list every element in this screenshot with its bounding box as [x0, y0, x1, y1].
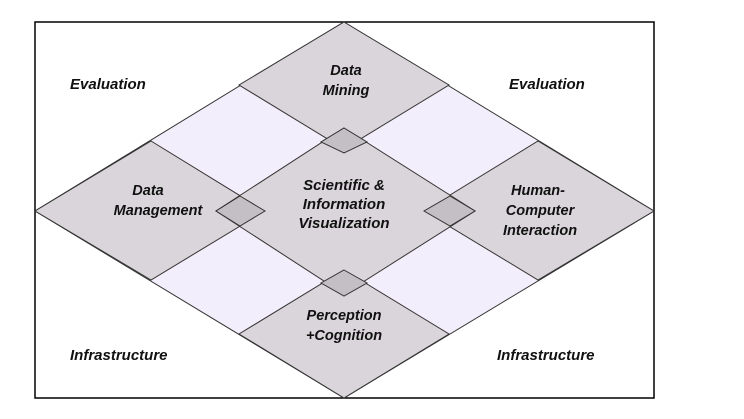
perception-diamond [238, 269, 450, 399]
corner-label-bottom-left: Infrastructure [70, 347, 168, 364]
visualization-label-line1: Scientific & [303, 177, 385, 194]
visualization-label-line2: Information [303, 196, 386, 213]
hci-label-line3: Interaction [503, 223, 577, 239]
perception-label-line1: Perception [307, 308, 382, 324]
hci-diamond [423, 140, 655, 281]
corner-label-top-left: Evaluation [70, 76, 146, 93]
overlap-left [215, 195, 266, 227]
data-management-label-line2: Management [114, 203, 204, 219]
data-mining-label-line2: Mining [323, 83, 370, 99]
perception-label-line2: +Cognition [306, 328, 382, 344]
data-management-diamond [34, 140, 266, 281]
corner-label-top-right: Evaluation [509, 76, 585, 93]
hci-label-line2: Computer [506, 203, 576, 219]
corner-label-bottom-right: Infrastructure [497, 347, 595, 364]
data-management-label-line1: Data [132, 183, 163, 199]
visualization-label-line3: Visualization [298, 215, 389, 232]
overlap-bottom [319, 269, 369, 297]
overlap-right [422, 195, 476, 227]
overlap-top [319, 127, 369, 154]
hci-label-line1: Human- [511, 183, 565, 199]
data-mining-label-line1: Data [330, 63, 361, 79]
